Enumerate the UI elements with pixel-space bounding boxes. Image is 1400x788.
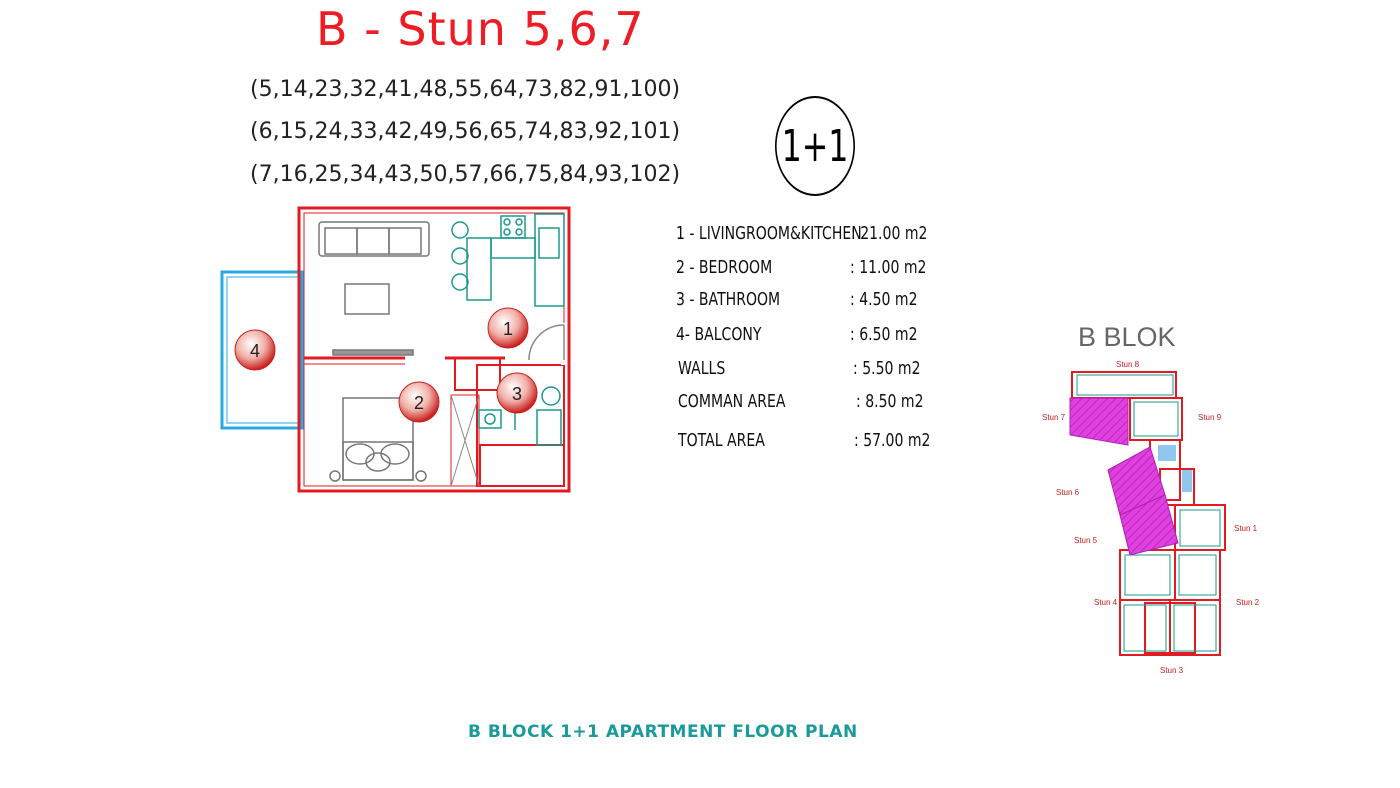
svg-text:3: 3 [512,384,522,404]
area-label-total: TOTAL AREA [678,430,765,451]
area-label-balcony: 4- BALCONY [676,324,762,345]
bed [329,397,427,482]
room-marker-3: 3 [496,372,538,414]
area-value-living: : 21.00 m2 [851,223,928,244]
stun-label-3: Stun 3 [1160,666,1184,675]
room-marker-4: 4 [234,329,276,371]
apartment-type-badge: 1+1 [775,96,855,196]
stun-label-8: Stun 8 [1116,360,1140,369]
unit-numbers-line-1: (5,14,23,32,41,48,55,64,73,82,91,100) [250,77,681,102]
stun-label-6: Stun 6 [1056,488,1080,497]
sofa [318,221,430,356]
stun-label-7: Stun 7 [1042,413,1066,422]
highlighted-units [1069,397,1179,556]
area-label-living: 1 - LIVINGROOM&KITCHEN [676,223,862,244]
area-label-walls: WALLS [678,358,726,379]
stun-label-9: Stun 9 [1198,413,1222,422]
area-value-bedroom: : 11.00 m2 [850,257,927,278]
area-value-balcony: : 6.50 m2 [850,324,918,345]
block-key-plan: Stun 8 Stun 7 Stun 9 Stun 6 Stun 1 Stun … [1042,360,1260,675]
area-value-common: : 8.50 m2 [856,391,924,412]
room-marker-2: 2 [398,381,440,423]
block-label: B BLOK [1078,322,1176,352]
stun-label-5: Stun 5 [1074,536,1098,545]
area-value-bathroom: : 4.50 m2 [850,289,918,310]
kitchen [451,213,565,307]
apartment-floor-plan: 1 2 3 4 [220,206,571,493]
room-marker-1: 1 [487,307,529,349]
area-label-common: COMMAN AREA [678,391,786,412]
page-title: B - Stun 5,6,7 [316,2,645,56]
area-label-bedroom: 2 - BEDROOM [676,257,773,278]
svg-text:2: 2 [414,393,424,413]
unit-numbers-line-2: (6,15,24,33,42,49,56,65,74,83,92,101) [250,119,681,144]
footer-caption: B BLOCK 1+1 APARTMENT FLOOR PLAN [468,722,858,742]
unit-numbers-line-3: (7,16,25,34,43,50,57,66,75,84,93,102) [250,162,681,187]
area-value-walls: : 5.50 m2 [853,358,921,379]
stun-label-1: Stun 1 [1234,524,1258,533]
svg-text:1: 1 [503,319,513,339]
stun-label-4: Stun 4 [1094,598,1118,607]
area-label-bathroom: 3 - BATHROOM [676,289,781,310]
entrance-door [528,324,565,361]
balcony [220,270,304,430]
svg-text:4: 4 [250,341,260,361]
stun-label-2: Stun 2 [1236,598,1260,607]
area-value-total: : 57.00 m2 [854,430,931,451]
